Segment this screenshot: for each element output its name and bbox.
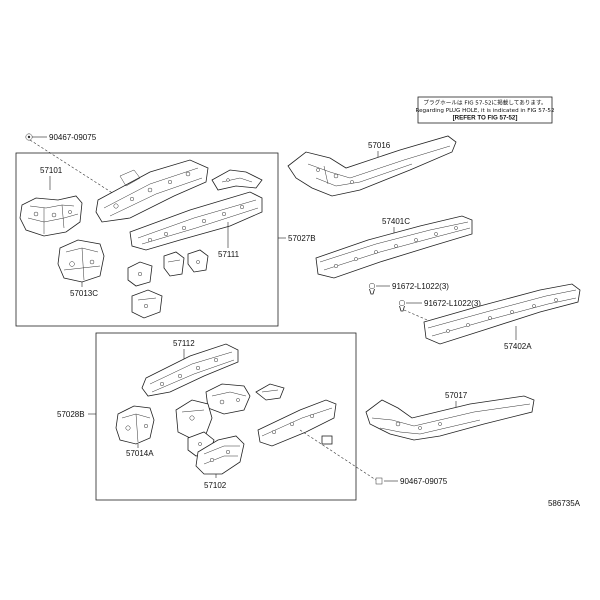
part-57112-member[interactable] <box>141 343 239 397</box>
part-57101-bracket[interactable] <box>19 195 83 237</box>
label-57101: 57101 <box>40 166 63 175</box>
part-lower-brackets[interactable] <box>205 383 285 415</box>
clip-a[interactable]: 91672-L1022(3) <box>368 282 449 295</box>
label-57027B: 57027B <box>288 234 316 243</box>
part-57014A-bracket[interactable] <box>115 405 155 445</box>
part-57102-bracket[interactable] <box>195 435 245 475</box>
label-57028B: 57028B <box>57 410 85 419</box>
figure-code: 586735A <box>548 499 581 508</box>
reference-note: プラグホールは FIG 57-52に掲載してあります。 Regarding PL… <box>415 96 555 124</box>
label-57402A: 57402A <box>504 342 532 351</box>
note-line-english: Regarding PLUG HOLE, it is indicated in … <box>415 108 554 114</box>
part-57402A-side-member[interactable] <box>423 283 581 345</box>
note-line-japanese: プラグホールは FIG 57-52に掲載してあります。 <box>423 99 546 107</box>
group-frame-57028B <box>95 332 357 501</box>
label-bolt-bottom: 90467-09075 <box>400 477 448 486</box>
part-small-reinforcements[interactable] <box>127 249 209 319</box>
dashed-leader-bolt-top <box>29 139 129 204</box>
label-57401C: 57401C <box>382 217 410 226</box>
dashed-leader-bolt-bottom <box>299 429 377 481</box>
label-clip-b: 91672-L1022(3) <box>424 299 481 308</box>
dashed-leader-clip-b <box>403 309 433 323</box>
label-57102: 57102 <box>204 481 227 490</box>
part-lower-side-member[interactable] <box>257 399 337 447</box>
label-57111: 57111 <box>218 250 240 259</box>
part-57111-member[interactable] <box>129 191 263 251</box>
part-57017-apron[interactable] <box>365 395 535 441</box>
label-57016: 57016 <box>368 141 391 150</box>
part-57013C-bracket[interactable] <box>57 239 105 283</box>
label-bolt-top: 90467-09075 <box>49 133 97 142</box>
clip-b[interactable]: 91672-L1022(3) <box>398 299 481 312</box>
part-57401C-side-member[interactable] <box>315 215 473 279</box>
label-57014A: 57014A <box>126 449 154 458</box>
label-57013C: 57013C <box>70 289 98 298</box>
bolt-top[interactable]: 90467-09075 <box>25 133 97 142</box>
label-57112: 57112 <box>173 339 195 348</box>
part-57016-apron[interactable] <box>287 135 457 197</box>
note-line-refer: [REFER TO FIG 57-52] <box>453 115 518 122</box>
label-57017: 57017 <box>445 391 468 400</box>
group-frame-57027B <box>15 152 279 327</box>
part-upper-side-member[interactable] <box>95 159 209 223</box>
bolt-bottom[interactable]: 90467-09075 <box>375 477 448 486</box>
part-flat-bracket[interactable] <box>211 169 263 191</box>
label-clip-a: 91672-L1022(3) <box>392 282 449 291</box>
